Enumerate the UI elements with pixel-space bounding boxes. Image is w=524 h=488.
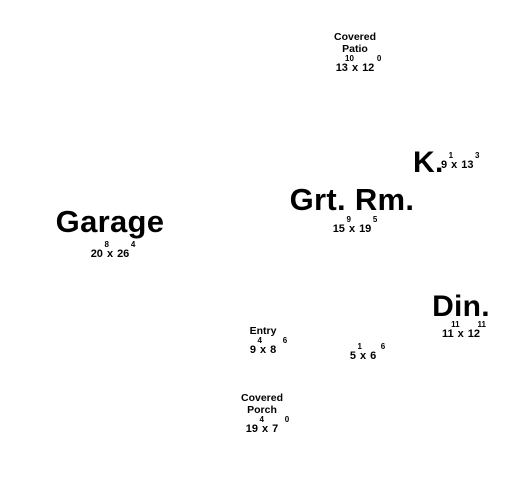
dimension-separator: x xyxy=(348,223,356,235)
depth-inches: 0 xyxy=(284,415,290,424)
width-inches: 4 xyxy=(257,336,262,345)
width-feet: 19 xyxy=(245,423,258,435)
width-feet: 11 xyxy=(441,328,454,340)
width-feet: 9 xyxy=(249,344,256,356)
room-name: Din. xyxy=(432,290,490,323)
depth-inches: 6 xyxy=(380,342,386,351)
depth-inches: 4 xyxy=(130,240,136,249)
depth-feet: 13 xyxy=(461,159,474,171)
depth-inches: 11 xyxy=(477,320,486,329)
dimension-separator: x xyxy=(106,248,114,260)
width-inches: 10 xyxy=(345,54,354,63)
room-name-line1: Covered xyxy=(240,392,283,404)
room-name: K. xyxy=(413,146,444,179)
depth-inches: 3 xyxy=(475,151,480,160)
room-name: Entry xyxy=(249,325,277,337)
room-name: Garage xyxy=(55,204,165,239)
depth-inches: 6 xyxy=(282,336,288,345)
width-feet: 20 xyxy=(90,248,103,260)
width-inches: 8 xyxy=(104,240,109,249)
depth-feet: 12 xyxy=(362,62,375,74)
dimension-separator: x xyxy=(259,344,267,356)
dimension-separator: x xyxy=(351,62,359,74)
depth-feet: 8 xyxy=(270,344,277,356)
depth-inches: 0 xyxy=(376,54,382,63)
depth-inches: 5 xyxy=(372,215,378,224)
room-name-line1: Covered xyxy=(333,31,376,43)
width-feet: 5 xyxy=(349,350,356,362)
width-inches: 1 xyxy=(448,151,454,160)
room-name-line2: Patio xyxy=(342,43,368,55)
room-name: Grt. Rm. xyxy=(289,182,415,217)
depth-feet: 7 xyxy=(272,423,279,435)
dimension-separator: x xyxy=(451,159,458,171)
dimension-separator: x xyxy=(359,350,367,362)
depth-feet: 26 xyxy=(117,248,130,260)
width-inches: 11 xyxy=(451,320,460,329)
depth-feet: 12 xyxy=(467,328,480,340)
width-feet: 15 xyxy=(332,223,345,235)
width-feet: 9 xyxy=(441,159,448,171)
dimension-separator: x xyxy=(262,423,269,435)
width-feet: 13 xyxy=(335,62,348,74)
room-name-line2: Porch xyxy=(247,404,277,416)
depth-feet: 6 xyxy=(370,350,377,362)
depth-feet: 19 xyxy=(359,223,372,235)
width-inches: 4 xyxy=(259,415,264,424)
dimension-separator: x xyxy=(457,328,464,340)
width-inches: 9 xyxy=(346,215,351,224)
width-inches: 1 xyxy=(357,342,362,351)
